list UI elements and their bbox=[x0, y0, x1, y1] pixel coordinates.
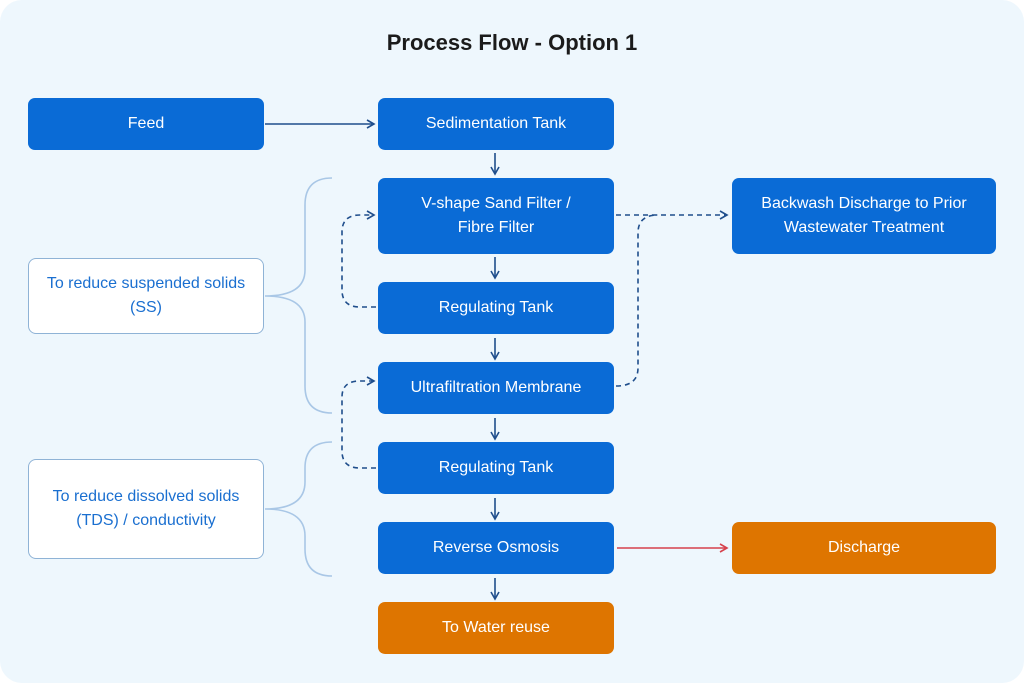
node-regulating-tank-2: Regulating Tank bbox=[378, 442, 614, 494]
brace-ss bbox=[264, 177, 333, 414]
node-sedimentation-tank: Sedimentation Tank bbox=[378, 98, 614, 150]
loop-regulating-to-uf bbox=[341, 376, 376, 469]
node-feed: Feed bbox=[28, 98, 264, 150]
dashed-uf-to-backwash bbox=[615, 214, 659, 387]
node-reverse-osmosis: Reverse Osmosis bbox=[378, 522, 614, 574]
note-suspended-solids: To reduce suspended solids (SS) bbox=[28, 258, 264, 334]
node-regulating-tank-1: Regulating Tank bbox=[378, 282, 614, 334]
brace-tds bbox=[264, 441, 333, 577]
loop-regulating-to-filter bbox=[341, 210, 376, 308]
diagram-title: Process Flow - Option 1 bbox=[386, 30, 638, 55]
node-discharge: Discharge bbox=[732, 522, 996, 574]
node-ultrafiltration-membrane: Ultrafiltration Membrane bbox=[378, 362, 614, 414]
node-backwash-discharge: Backwash Discharge to Prior Wastewater T… bbox=[732, 178, 996, 254]
node-sand-filter: V-shape Sand Filter / Fibre Filter bbox=[378, 178, 614, 254]
note-dissolved-solids: To reduce dissolved solids (TDS) / condu… bbox=[28, 459, 264, 559]
node-water-reuse: To Water reuse bbox=[378, 602, 614, 654]
